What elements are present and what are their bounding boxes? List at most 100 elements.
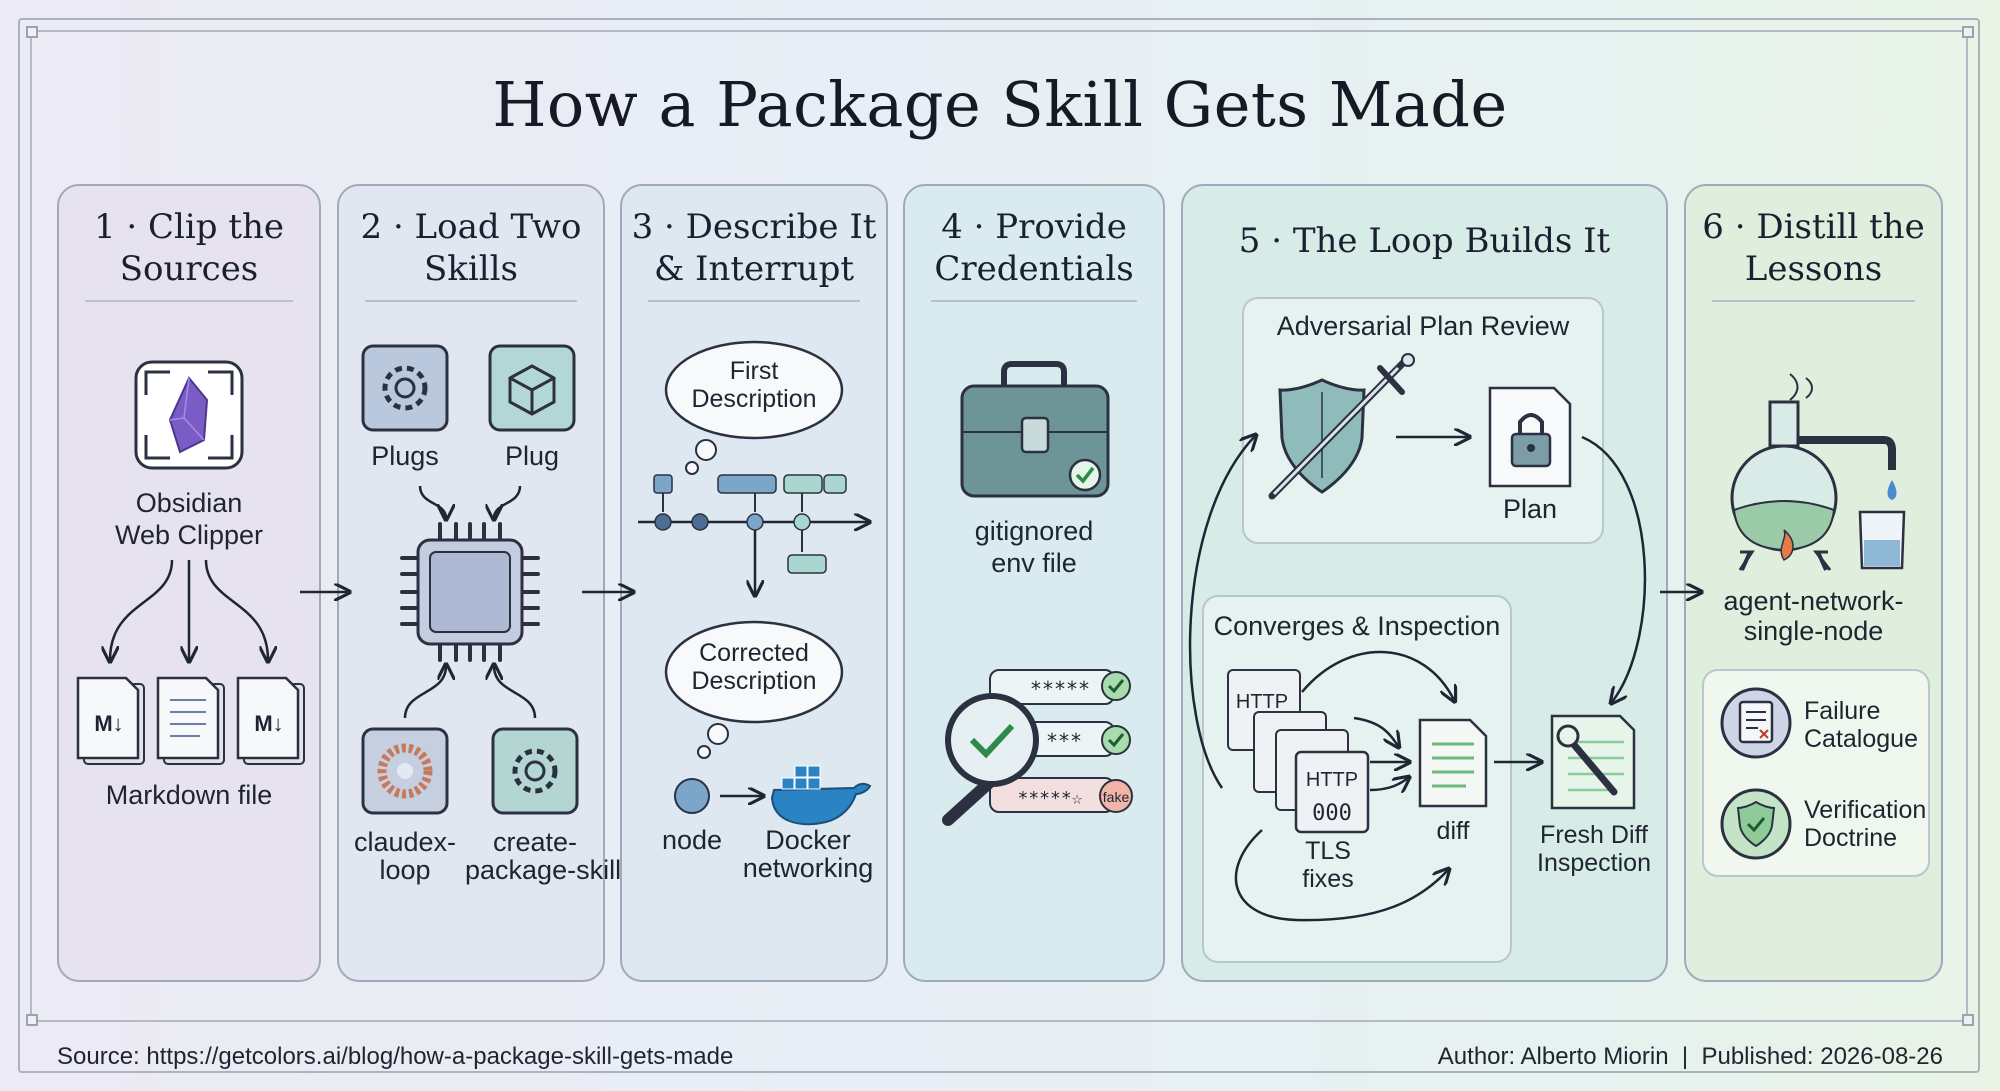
panel-title-line2: Sources	[119, 249, 259, 289]
panel-title-line1: 6 · Distill the	[1702, 207, 1925, 247]
tls-fixes-label-line1: TLS	[1305, 837, 1351, 865]
wrench-document-icon	[1550, 714, 1636, 810]
claudex-loop-label-line1: claudex-	[353, 827, 457, 857]
first-description-line2: Description	[691, 385, 817, 413]
panel-title-line2: Skills	[424, 249, 518, 289]
panel-provide-credentials: 4 · Provide Credentials	[903, 184, 1165, 982]
fresh-diff-label-line1: Fresh Diff	[1540, 821, 1648, 849]
failure-catalogue-icon	[1720, 687, 1792, 759]
markdown-badge: M↓	[254, 711, 284, 736]
verification-doctrine-line1: Verification	[1804, 796, 1927, 824]
panel-clip-sources: 1 · Clip the Sources	[57, 184, 321, 982]
title-divider	[931, 300, 1137, 302]
gear-icon	[491, 727, 579, 815]
claudex-loop-label-line2: loop	[379, 855, 431, 885]
title-divider	[365, 300, 577, 302]
http-card-label: HTTP	[1236, 691, 1288, 713]
title-divider	[1712, 300, 1915, 302]
chip-icon	[400, 522, 540, 662]
frame-corner	[1962, 26, 1974, 38]
loop-back-arrow	[1188, 436, 1255, 789]
fake-tag: fake	[1103, 789, 1130, 805]
outer-frame	[18, 18, 1980, 1073]
timeline-graph	[638, 474, 868, 594]
document-icon	[156, 676, 225, 765]
briefcase-icon	[960, 361, 1110, 498]
panel-load-skills: 2 · Load Two Skills	[337, 184, 605, 982]
obsidian-clipper-icon	[134, 360, 244, 470]
panel-title-line2: Lessons	[1744, 249, 1883, 289]
diagram-title: How a Package Skill Gets Made	[492, 68, 1508, 141]
frame-corner	[26, 26, 38, 38]
clipper-label-line2: Web Clipper	[114, 520, 264, 550]
http-to-diff-arrow	[1353, 716, 1398, 746]
thought-bubble-corrected	[664, 620, 844, 759]
create-package-skill-label-line1: create-	[492, 827, 578, 857]
frame-corner	[26, 1014, 38, 1026]
author-credit: Author: Alberto Miorin | Published: 2026…	[1437, 1043, 1943, 1070]
first-description-line1: First	[729, 357, 779, 385]
claude-logo-icon	[361, 727, 449, 815]
panel-title-line1: 2 · Load Two	[360, 207, 582, 247]
shield-check-icon	[1720, 788, 1792, 860]
corrected-description-line1: Corrected	[699, 639, 809, 667]
markdown-file-icon	[76, 676, 145, 765]
plugs-label: Plugs	[371, 441, 439, 471]
panel-title: 5 · The Loop Builds It	[1238, 221, 1611, 261]
diff-label: diff	[1436, 817, 1470, 845]
panel-title-line2: Credentials	[934, 249, 1134, 289]
env-file-label-line1: gitignored	[974, 516, 1094, 546]
markdown-file-label: Markdown file	[105, 780, 273, 810]
diff-document-icon	[1418, 718, 1488, 808]
gear-icon	[361, 344, 449, 432]
panel-describe-interrupt: 3 · Describe It & Interrupt	[620, 184, 888, 982]
create-package-skill-label-line2: package-skill	[465, 855, 622, 885]
failure-catalogue-line1: Failure	[1804, 697, 1881, 725]
title-divider	[648, 300, 860, 302]
plan-label: Plan	[1502, 494, 1558, 524]
plan-lock-icon	[1488, 386, 1572, 488]
converge-top-arrow	[1301, 650, 1454, 700]
corrected-description-line2: Description	[691, 667, 817, 695]
verification-doctrine-line2: Doctrine	[1804, 824, 1898, 852]
shield-sword-icon	[1268, 353, 1415, 500]
magnifier-icon	[942, 693, 1039, 826]
skill-arrow-right	[494, 666, 537, 719]
http-to-diff-arrow-3	[1369, 778, 1408, 790]
frame-corner	[1962, 1014, 1974, 1026]
http-card-label: HTTP	[1306, 769, 1358, 791]
panel-title-line2: & Interrupt	[653, 249, 854, 289]
secret-row-text: *****	[1030, 677, 1090, 701]
http-card-code: 000	[1312, 801, 1352, 826]
clipper-label-line1: Obsidian	[135, 488, 243, 518]
secret-row-text: ***	[1046, 729, 1082, 753]
clip-arrow-right	[204, 559, 268, 660]
tls-fixes-label-line2: fixes	[1302, 865, 1354, 893]
panel-title-line1: 4 · Provide	[941, 207, 1127, 247]
plug-arrow-right	[494, 485, 522, 518]
plug-arrow-left	[418, 485, 446, 518]
thought-bubble-first	[664, 340, 844, 475]
panel-loop-builds: 5 · The Loop Builds It	[1181, 184, 1668, 982]
skill-arrow-left	[403, 666, 446, 719]
plug-label: Plug	[504, 441, 560, 471]
adversarial-review-title: Adversarial Plan Review	[1276, 311, 1570, 341]
fresh-diff-label-line2: Inspection	[1537, 849, 1651, 877]
secret-row-text: *****☆	[1017, 788, 1082, 809]
clip-arrow-left	[110, 559, 174, 660]
inner-frame	[30, 30, 1968, 1022]
docker-label-line2: networking	[742, 853, 874, 883]
panel-title-line1: 3 · Describe It	[631, 207, 877, 247]
panel-title-line1: 1 · Clip the	[93, 207, 285, 247]
docker-label-line1: Docker	[765, 825, 851, 855]
markdown-file-icon	[236, 676, 305, 765]
source-credit: Source: https://getcolors.ai/blog/how-a-…	[57, 1043, 734, 1070]
tls-loop-arrow	[1234, 829, 1448, 922]
plan-to-inspection-arrow	[1581, 435, 1647, 702]
markdown-badge: M↓	[94, 711, 124, 736]
node-label: node	[661, 825, 723, 855]
cube-icon	[488, 344, 576, 432]
converges-title: Converges & Inspection	[1213, 611, 1501, 641]
failure-catalogue-line2: Catalogue	[1804, 725, 1918, 753]
